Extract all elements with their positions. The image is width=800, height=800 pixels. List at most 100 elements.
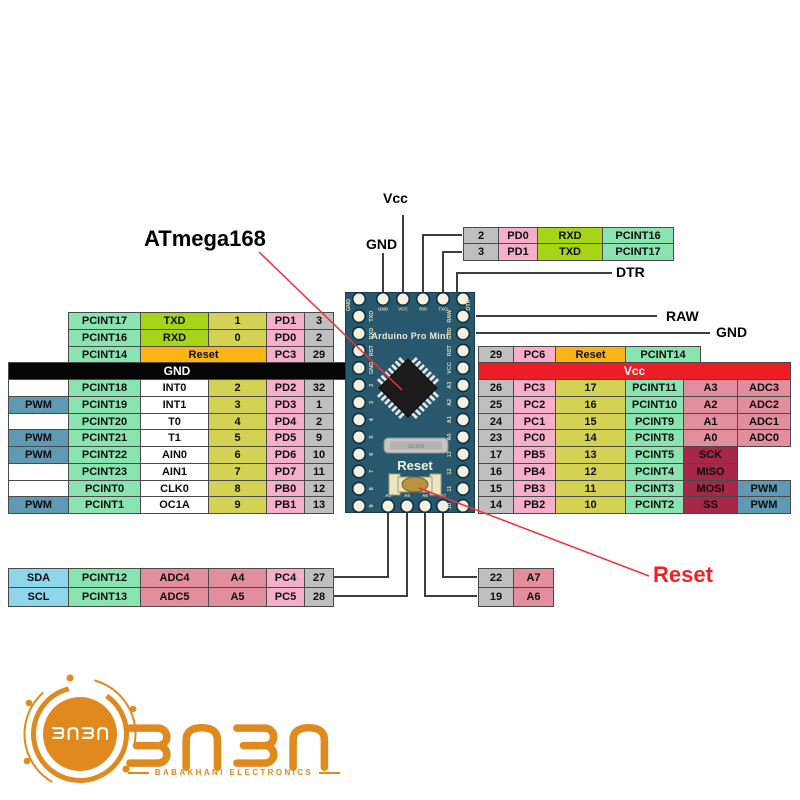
pin-hole (380, 498, 396, 513)
cell-17: 17 (555, 379, 626, 397)
pin-hole (455, 429, 471, 445)
chip-name-label: ATmega168 (144, 226, 266, 251)
pin-hole (455, 378, 471, 393)
pin-hole (351, 447, 367, 462)
cell-PWM: PWM (8, 446, 69, 464)
pin-hole (455, 498, 471, 513)
left-pin-label: 6 (369, 453, 375, 456)
cell-ADC1: ADC1 (737, 413, 791, 431)
cell-5: 5 (208, 429, 267, 447)
cell-PC0: PC0 (513, 429, 556, 447)
top-pin-label: VCC (398, 307, 408, 312)
board-reset-label: Reset (397, 458, 433, 473)
pin-hole (351, 292, 367, 307)
cell-PD1: PD1 (266, 312, 305, 330)
reset-button (388, 473, 442, 496)
cell-PD3: PD3 (266, 396, 305, 414)
cell-MISO: MISO (683, 463, 738, 481)
cell-29: 29 (478, 346, 514, 364)
left-pin-label: 2 (369, 384, 375, 387)
left-pin-label: TXD (369, 311, 375, 322)
cell-AIN0: AIN0 (140, 446, 209, 464)
crystal-frequency: 16.000 (408, 444, 425, 450)
bottom-pin-label: A6 (422, 493, 428, 498)
right-pin-label: A3 (447, 382, 453, 389)
pin-hole (455, 412, 471, 427)
cell-27: 27 (304, 568, 334, 588)
cell-SCK: SCK (683, 446, 738, 464)
cell-PWM: PWM (8, 429, 69, 447)
right-pin-label: GND (447, 327, 453, 339)
right-pin-label: A2 (447, 399, 453, 406)
pin-hole (351, 326, 367, 341)
cell-blank (8, 379, 69, 397)
cell-PC5: PC5 (266, 587, 305, 607)
cell-22: 22 (478, 568, 514, 588)
pin-hole (399, 498, 415, 513)
left-pin-label: 5 (369, 435, 375, 438)
cell-13: 13 (555, 446, 626, 464)
pin-hole (455, 292, 471, 307)
top-pin-label: TXO (438, 307, 448, 312)
cell-PB2: PB2 (513, 496, 556, 514)
cell-11: 11 (304, 463, 334, 481)
gnd-top-label: GND (366, 236, 398, 252)
left-pin-label: 7 (369, 470, 375, 473)
cell-2: 2 (208, 379, 267, 397)
cell-INT0: INT0 (140, 379, 209, 397)
cell-RXD: RXD (140, 329, 209, 347)
logo-caption: BABAKHANI ELECTRONICS (128, 768, 340, 777)
pin-hole (455, 481, 471, 496)
cell-0: 0 (208, 329, 267, 347)
emblem-disc (43, 697, 117, 771)
corner-label-gnd: GND (346, 299, 352, 311)
cell-PC2: PC2 (513, 396, 556, 414)
cell-PD2: PD2 (266, 379, 305, 397)
pin-hole (415, 292, 431, 307)
right-pin-label: 10 (447, 503, 453, 509)
cell-10: 10 (555, 496, 626, 514)
cell-PB4: PB4 (513, 463, 556, 481)
cell-GND: GND (8, 362, 346, 380)
cell-1: 1 (304, 396, 334, 414)
pin-hole (351, 309, 367, 324)
pin-hole (351, 378, 367, 393)
cell-2: 2 (304, 329, 334, 347)
cell-PCINT18: PCINT18 (68, 379, 141, 397)
bottom-pin-label: A4 (385, 493, 391, 498)
cell-14: 14 (555, 429, 626, 447)
pin-hole (455, 447, 471, 462)
cell-PWM: PWM (8, 496, 69, 514)
pin-hole (395, 292, 411, 307)
cell-CLK0: CLK0 (140, 480, 209, 498)
cell-SCL: SCL (8, 587, 69, 607)
cell-3: 3 (304, 312, 334, 330)
cell-ADC0: ADC0 (737, 429, 791, 447)
pin-hole (351, 343, 367, 358)
pin-hole (351, 395, 367, 410)
cell-14: 14 (478, 496, 514, 514)
cell-PC4: PC4 (266, 568, 305, 588)
bottom-pin-label: A5 (404, 493, 410, 498)
cell-TXD: TXD (537, 243, 603, 261)
left-pin-label: RST (369, 345, 375, 357)
left-pin-label: GND (369, 362, 375, 374)
right-pin-label: A1 (447, 416, 453, 423)
raw-label: RAW (666, 308, 699, 324)
cell-PC3: PC3 (513, 379, 556, 397)
left-pin-label: RXD (369, 328, 375, 340)
cell-9: 9 (208, 496, 267, 514)
cell-PCINT20: PCINT20 (68, 413, 141, 431)
cell-PD7: PD7 (266, 463, 305, 481)
cell-A7: A7 (513, 568, 554, 588)
cell-PCINT11: PCINT11 (625, 379, 684, 397)
cell-PWM: PWM (8, 396, 69, 414)
cell-32: 32 (304, 379, 334, 397)
logo-emblem (23, 674, 137, 791)
pin-hole (351, 464, 367, 479)
left-pin-label: 4 (369, 417, 375, 421)
cell-28: 28 (304, 587, 334, 607)
cell-PCINT17: PCINT17 (602, 243, 674, 261)
cell-PB5: PB5 (513, 446, 556, 464)
right-pin-label: A0 (447, 433, 453, 440)
